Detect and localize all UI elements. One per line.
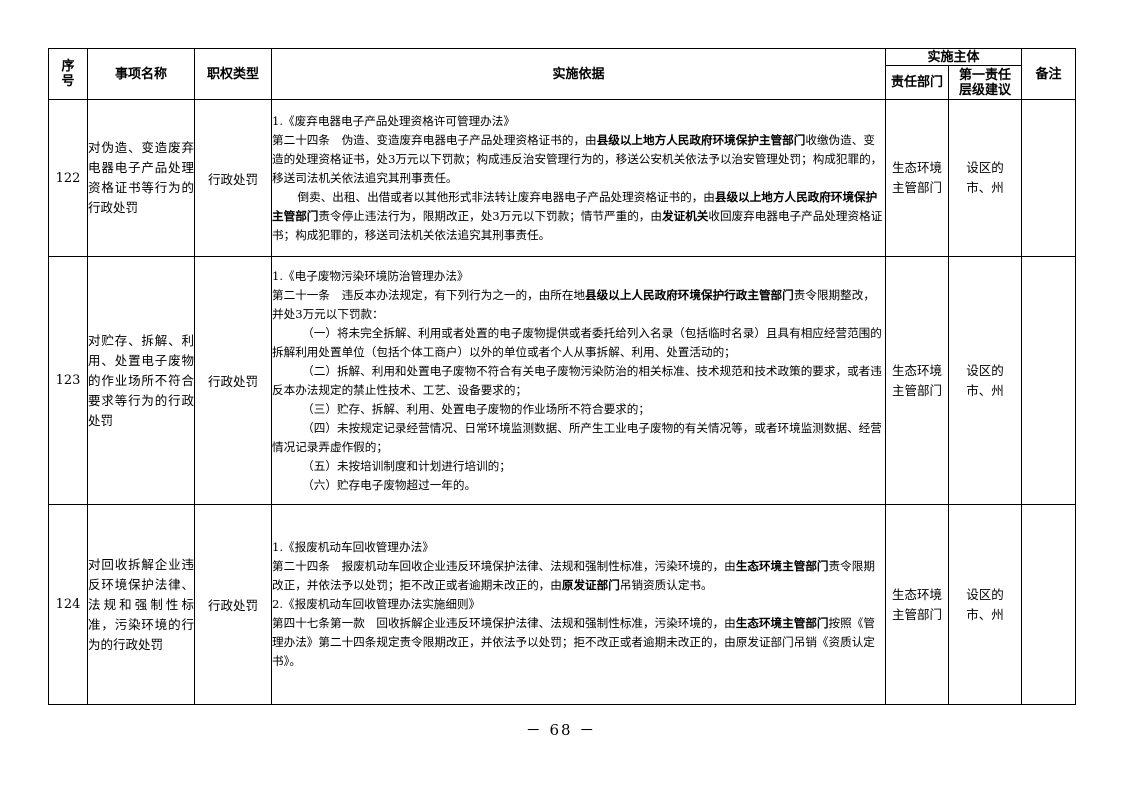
item-name: 对回收拆解企业违反环境保护法律、法规和强制性标准，污染环境的行为的行政处罚 (87, 504, 195, 705)
item-name: 对贮存、拆解、利用、处置电子废物的作业场所不符合要求等行为的行政处罚 (87, 256, 195, 505)
row-number: 122 (48, 99, 88, 257)
responsibility-level: 设区的市、州 (947, 99, 1023, 257)
basis-paragraph: 第二十四条 报废机动车回收企业违反环境保护法律、法规和强制性标准，污染环境的，由… (272, 559, 875, 592)
note-cell (1021, 504, 1077, 705)
basis-paragraph: 第二十四条 伪造、变造废弃电器电子产品处理资格证书的，由县级以上地方人民政府环境… (272, 132, 883, 185)
authority-type: 行政处罚 (194, 256, 272, 505)
table-row: 122 对伪造、变造废弃电器电子产品处理资格证书等行为的行政处罚 行政处罚 1.… (48, 99, 1077, 257)
table-row: 124 对回收拆解企业违反环境保护法律、法规和强制性标准，污染环境的行为的行政处… (48, 504, 1077, 705)
responsible-dept: 生态环境主管部门 (885, 504, 949, 705)
note-cell (1021, 99, 1077, 257)
responsible-dept: 生态环境主管部门 (885, 99, 949, 257)
legal-basis: 1.《废弃电器电子产品处理资格许可管理办法》 第二十四条 伪造、变造废弃电器电子… (271, 99, 886, 257)
basis-item: （一）将未完全拆解、利用或者处置的电子废物提供或者委托给列入名录（包括临时名录）… (272, 325, 882, 359)
header-dept: 责任部门 (885, 65, 949, 100)
row-number: 123 (48, 256, 88, 505)
legal-basis: 1.《报废机动车回收管理办法》 第二十四条 报废机动车回收企业违反环境保护法律、… (271, 504, 886, 705)
authority-type: 行政处罚 (194, 99, 272, 257)
header-name: 事项名称 (87, 48, 195, 100)
authority-type: 行政处罚 (194, 504, 272, 705)
basis-item: （五）未按培训制度和计划进行培训的； (302, 458, 511, 473)
basis-paragraph: 第二十一条 违反本办法规定，有下列行为之一的，由所在地县级以上人民政府环境保护行… (272, 287, 875, 321)
table-row: 123 对贮存、拆解、利用、处置电子废物的作业场所不符合要求等行为的行政处罚 行… (48, 256, 1077, 505)
basis-law-title: 2.《报废机动车回收管理办法实施细则》 (272, 597, 481, 611)
table-header-row: 序号 事项名称 职权类型 实施依据 实施主体 备注 (48, 48, 1077, 100)
basis-item: （二）拆解、利用和处置电子废物不符合有关电子废物污染防治的相关标准、技术规范和技… (272, 363, 882, 397)
header-note: 备注 (1021, 48, 1077, 100)
table-subheader-row: 责任部门 第一责任层级建议 (49, 65, 1076, 100)
page-number: － 68 － (525, 721, 597, 739)
responsible-dept: 生态环境主管部门 (885, 256, 949, 505)
item-name: 对伪造、变造废弃电器电子产品处理资格证书等行为的行政处罚 (87, 99, 195, 257)
note-cell (1021, 256, 1077, 505)
header-basis: 实施依据 (271, 48, 886, 100)
header-subject: 实施主体 (884, 48, 1023, 66)
basis-law-title: 1.《报废机动车回收管理办法》 (272, 540, 434, 554)
authority-table: 序号 事项名称 职权类型 实施依据 实施主体 备注 责任部门 第一责任层级建议 … (48, 48, 1077, 705)
responsibility-level: 设区的市、州 (947, 256, 1023, 505)
row-number: 124 (48, 504, 88, 705)
responsibility-level: 设区的市、州 (947, 504, 1023, 705)
basis-item: （三）贮存、拆解、利用、处置电子废物的作业场所不符合要求的； (302, 401, 650, 416)
header-no: 序号 (48, 48, 88, 100)
basis-item: （六）贮存电子废物超过一年的。 (302, 477, 477, 492)
basis-item: （四）未按规定记录经营情况、日常环境监测数据、所产生工业电子废物的有关情况等，或… (272, 420, 882, 454)
basis-law-title: 1.《电子废物污染环境防治管理办法》 (272, 268, 469, 283)
basis-paragraph: 第四十七条第一款 回收拆解企业违反环境保护法律、法规和强制性标准，污染环境的，由… (272, 616, 875, 668)
legal-basis: 1.《电子废物污染环境防治管理办法》 第二十一条 违反本办法规定，有下列行为之一… (271, 256, 886, 505)
header-level: 第一责任层级建议 (947, 65, 1023, 100)
basis-law-title: 1.《废弃电器电子产品处理资格许可管理办法》 (272, 113, 515, 128)
header-type: 职权类型 (194, 48, 272, 100)
basis-paragraph: 倒卖、出租、出借或者以其他形式非法转让废弃电器电子产品处理资格证书的，由县级以上… (272, 189, 883, 242)
